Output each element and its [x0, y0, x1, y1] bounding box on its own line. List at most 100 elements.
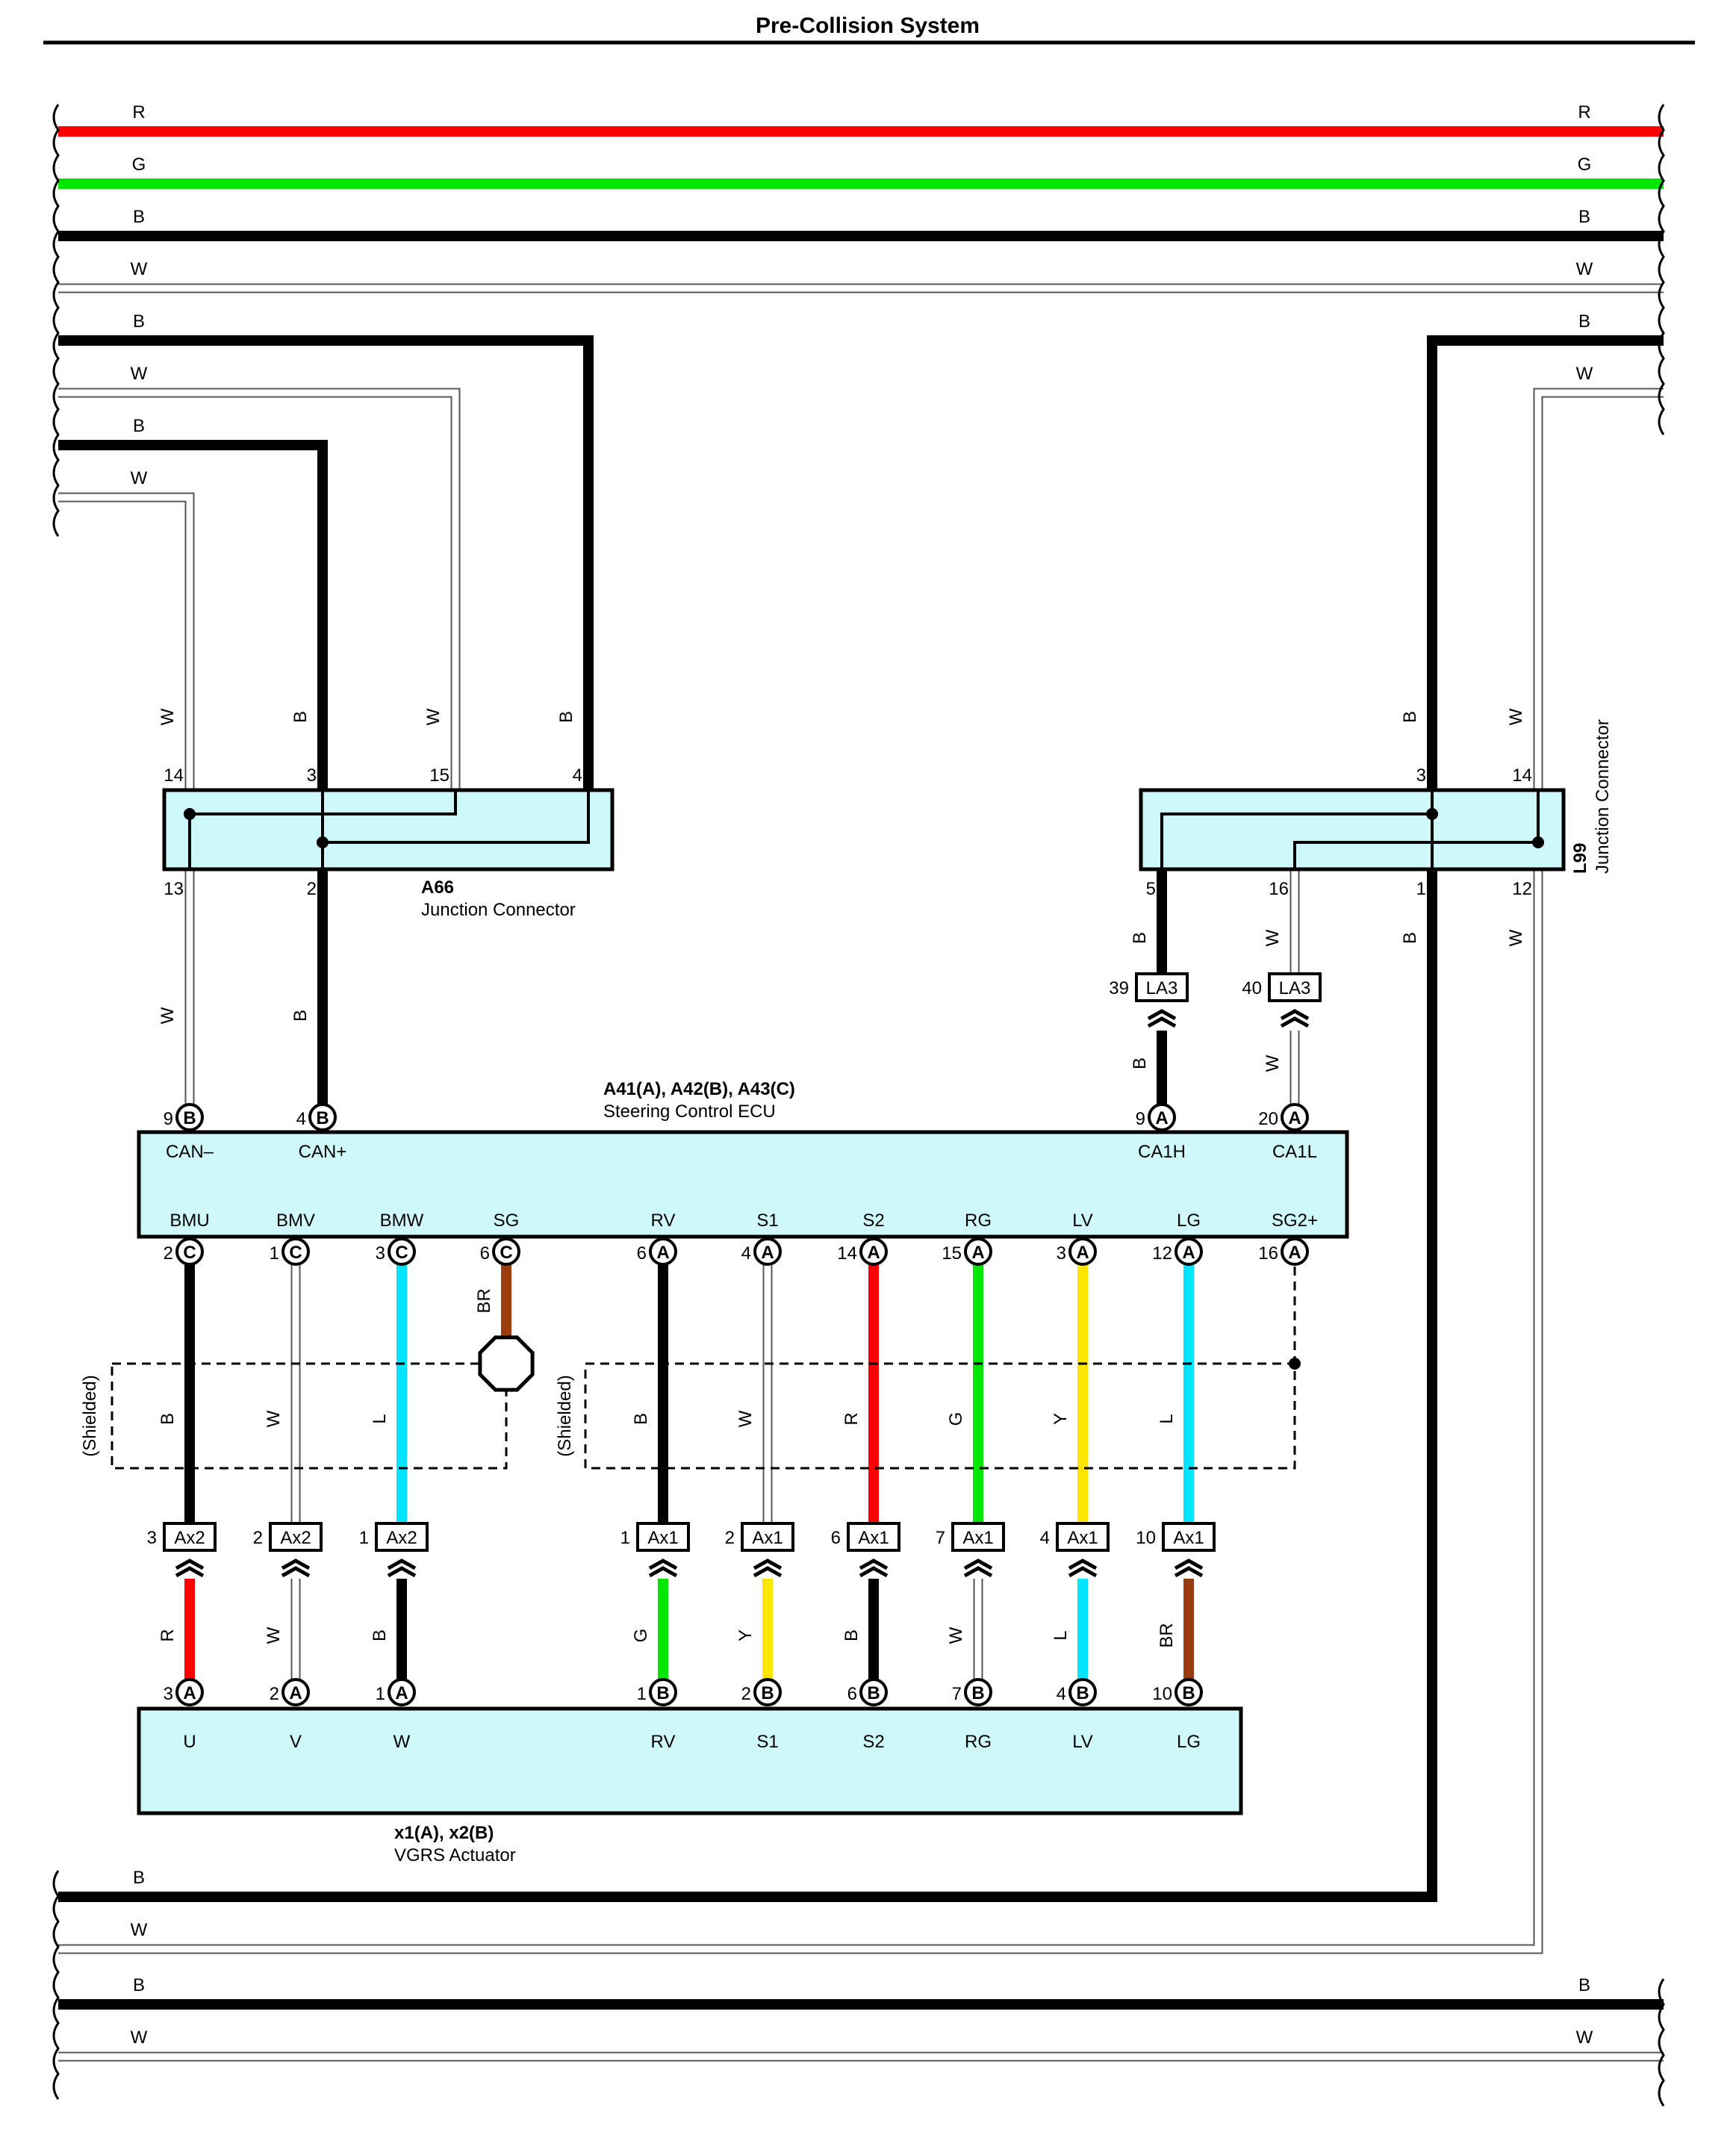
- terminal-circle: [1148, 1103, 1176, 1131]
- ecu-top-label: CAN–: [166, 1142, 214, 1162]
- connector-chevron: [281, 1559, 311, 1570]
- left-stub-code: B: [133, 416, 145, 436]
- connector-chevron: [175, 1566, 205, 1578]
- ax-connector-pin: 1: [359, 1528, 369, 1548]
- ecu-bottom-wire-code: B: [158, 1413, 178, 1425]
- steering-control-ecu: [137, 1130, 1349, 1239]
- ecu-bottom-label: LG: [1177, 1211, 1201, 1231]
- ax-wire-code: B: [841, 1629, 862, 1641]
- vgrs-pin: 6: [847, 1684, 857, 1704]
- l99-bottom-pin: 1: [1416, 879, 1426, 899]
- ax-connector: [1056, 1522, 1110, 1552]
- terminal-circle: [308, 1103, 337, 1131]
- l99-through-wire: [58, 335, 1664, 1902]
- terminal-connector-letter: A: [183, 1683, 196, 1703]
- connector-chevron: [1280, 1016, 1310, 1028]
- ecu-bottom-pin: 14: [837, 1243, 857, 1264]
- connector-chevron: [963, 1559, 993, 1570]
- ax-wire-code: W: [946, 1626, 966, 1644]
- junction-dot: [317, 836, 329, 848]
- ecu-bottom-label: RG: [965, 1211, 992, 1231]
- terminal-circle: [175, 1237, 204, 1266]
- terminal-connector-letter: B: [761, 1683, 774, 1703]
- a66-name: Junction Connector: [421, 900, 576, 920]
- vgrs-label: S1: [756, 1732, 778, 1752]
- ecu-bottom-pin: 16: [1258, 1243, 1278, 1264]
- junction-dot: [184, 808, 196, 820]
- ecu-top-pin: 4: [296, 1109, 306, 1129]
- vgrs-pin: 2: [270, 1684, 279, 1704]
- vgrs-label: V: [290, 1732, 302, 1752]
- terminal-circle: [859, 1237, 888, 1266]
- inline-connector-code: Ax1: [647, 1528, 678, 1548]
- ecu-bottom-pin: 4: [741, 1243, 751, 1264]
- terminal-connector-letter: A: [867, 1243, 880, 1263]
- ax-connector-pin: 6: [831, 1528, 841, 1548]
- terminal-connector-letter: B: [1182, 1683, 1195, 1703]
- connector-chevron: [1147, 1016, 1177, 1028]
- shielded-label-2: (Shielded): [555, 1375, 575, 1456]
- terminal-circle: [1068, 1678, 1097, 1706]
- l99-name: Junction Connector: [1593, 719, 1613, 874]
- ecu-bottom-pin: 6: [480, 1243, 490, 1264]
- left-stub-code: W: [131, 468, 148, 488]
- l99-through-wire: [58, 389, 1664, 1953]
- vgrs-pin: 1: [637, 1684, 647, 1704]
- inline-connector-code: Ax1: [1067, 1528, 1098, 1548]
- terminal-circle: [492, 1237, 520, 1266]
- terminal-connector-letter: A: [761, 1243, 774, 1263]
- connector-chevron: [963, 1566, 993, 1578]
- ecu-bottom-wire-code: BR: [474, 1288, 494, 1313]
- terminal-connector-letter: A: [1076, 1243, 1089, 1263]
- top-bus-wire-code-right: W: [1576, 259, 1593, 279]
- terminal-circle: [175, 1103, 204, 1131]
- ecu-top-pin: 9: [1136, 1109, 1145, 1129]
- connector-chevron: [1280, 1009, 1310, 1021]
- l99-bottom-wire-code: W: [1506, 929, 1526, 946]
- ecu-top-pin: 20: [1258, 1109, 1278, 1129]
- vgrs-label: RG: [965, 1732, 992, 1752]
- a66-internal-bus: [188, 790, 457, 869]
- la3-pin: 40: [1242, 978, 1262, 998]
- top-bus-wire-code-left: R: [132, 102, 145, 122]
- ax-wire-code: W: [264, 1626, 284, 1644]
- shield-group-2: [584, 1362, 1296, 1470]
- ax-connector: [1162, 1522, 1216, 1552]
- vgrs-label: LV: [1072, 1732, 1093, 1752]
- top-bus-wire-code-left: W: [131, 259, 148, 279]
- l99-bottom-pin: 5: [1146, 879, 1156, 899]
- break-mark-right-top: [1658, 104, 1665, 435]
- ecu-top-label: CA1L: [1272, 1142, 1317, 1162]
- vgrs-pin: 7: [952, 1684, 962, 1704]
- terminal-circle: [1281, 1237, 1309, 1266]
- terminal-connector-letter: A: [1288, 1108, 1301, 1128]
- right-stub-code: W: [1576, 364, 1593, 384]
- connector-chevron: [753, 1559, 783, 1570]
- a66-top-wire-code: W: [158, 708, 178, 725]
- terminal-circle: [388, 1678, 416, 1706]
- terminal-connector-letter: C: [183, 1243, 196, 1263]
- junction-dot: [1532, 836, 1544, 848]
- ax-connector: [269, 1522, 323, 1552]
- terminal-connector-letter: A: [1155, 1108, 1168, 1128]
- connector-chevron: [281, 1566, 311, 1578]
- left-stub-code: W: [131, 364, 148, 384]
- a66-top-pin: 15: [429, 765, 449, 786]
- ecu-bottom-pin: 3: [376, 1243, 385, 1264]
- a66-feed-wire: [58, 389, 459, 790]
- terminal-connector-letter: A: [289, 1683, 302, 1703]
- ecu-bottom-label: BMU: [169, 1211, 209, 1231]
- l99-top-wire-code: B: [1400, 711, 1420, 723]
- terminal-circle: [649, 1678, 677, 1706]
- shielded-label-1: (Shielded): [80, 1375, 100, 1456]
- ecu-bottom-pin: 2: [164, 1243, 173, 1264]
- break-mark-left-top: [52, 104, 60, 537]
- ecu-top-label: CAN+: [299, 1142, 347, 1162]
- la3-wire-code: B: [1130, 1057, 1150, 1069]
- ecu-id: A41(A), A42(B), A43(C): [603, 1079, 795, 1099]
- terminal-circle: [1281, 1103, 1309, 1131]
- inline-connector-code: Ax2: [386, 1528, 417, 1548]
- a66-id: A66: [421, 877, 454, 898]
- terminal-connector-letter: B: [1076, 1683, 1089, 1703]
